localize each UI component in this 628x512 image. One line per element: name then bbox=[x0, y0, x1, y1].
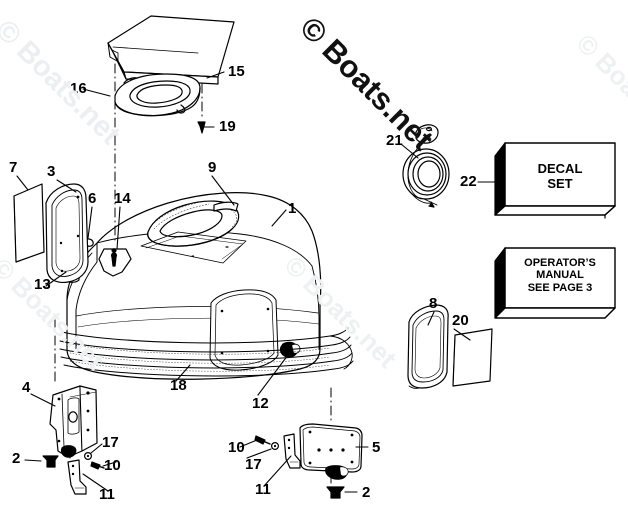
callout-17-left: 17 bbox=[102, 434, 119, 451]
leader-20 bbox=[453, 328, 471, 341]
part-22-decal-set-box bbox=[494, 142, 616, 219]
callout-15: 15 bbox=[228, 63, 245, 80]
callout-13: 13 bbox=[34, 276, 51, 293]
leader-17-left bbox=[90, 443, 103, 454]
callout-19: 19 bbox=[219, 118, 236, 135]
callout-8: 8 bbox=[429, 295, 438, 312]
part-11-bracket-right bbox=[283, 433, 301, 469]
part-3-side-plate bbox=[45, 183, 89, 284]
leader-15 bbox=[206, 71, 225, 79]
leader-14 bbox=[116, 206, 121, 250]
part-4-hinge-bracket bbox=[49, 385, 98, 458]
callout-4: 4 bbox=[22, 379, 31, 396]
leader-12 bbox=[257, 354, 289, 396]
callout-1: 1 bbox=[288, 200, 297, 217]
callout-7: 7 bbox=[9, 159, 18, 176]
operators-manual-label: OPERATOR’S MANUAL SEE PAGE 3 bbox=[524, 257, 596, 294]
callout-18: 18 bbox=[170, 377, 187, 394]
part-15-top-cover bbox=[107, 15, 235, 85]
callout-2-left: 2 bbox=[12, 450, 21, 467]
part-17-washer-right bbox=[271, 442, 280, 451]
leader-6 bbox=[87, 206, 93, 239]
callout-11-right: 11 bbox=[255, 481, 271, 498]
part-2-bumper-left bbox=[42, 455, 59, 468]
leader-13 bbox=[45, 271, 67, 287]
leader-17-right bbox=[246, 448, 272, 459]
callout-3: 3 bbox=[47, 163, 56, 180]
leader-2-left bbox=[24, 459, 42, 462]
leader-11-right bbox=[263, 455, 292, 487]
callout-16: 16 bbox=[70, 80, 87, 97]
assembly-centerlines bbox=[54, 63, 332, 485]
leader-lines bbox=[16, 71, 496, 493]
decal-set-label: DECAL SET bbox=[537, 161, 583, 191]
callout-6: 6 bbox=[88, 190, 97, 207]
leader-3 bbox=[56, 179, 77, 193]
leader-8 bbox=[427, 311, 435, 326]
leader-4 bbox=[30, 393, 56, 407]
part-20-gasket bbox=[452, 328, 493, 387]
part-10-screw-left bbox=[90, 461, 105, 470]
leader-16 bbox=[82, 88, 111, 97]
operators-manual-box bbox=[494, 247, 616, 319]
leader-11-left bbox=[82, 473, 109, 492]
leader-10-left bbox=[102, 461, 117, 467]
part-8-side-plate-right bbox=[407, 304, 449, 389]
callout-11-left: 11 bbox=[99, 486, 115, 503]
part-7-gasket bbox=[13, 183, 45, 263]
callout-21: 21 bbox=[386, 132, 403, 149]
part-21-lanyard bbox=[402, 124, 450, 208]
part-1-engine-cover bbox=[64, 192, 322, 380]
part-11-bracket-left bbox=[67, 459, 87, 495]
callout-5: 5 bbox=[372, 439, 381, 456]
leader-21 bbox=[400, 143, 419, 159]
callout-22: 22 bbox=[460, 173, 477, 190]
part-10-screw-right bbox=[254, 435, 271, 445]
part-17-washer-left bbox=[83, 452, 92, 461]
callout-20: 20 bbox=[452, 312, 469, 329]
part-2-bumper-right bbox=[326, 486, 345, 499]
callout-10-left: 10 bbox=[104, 457, 121, 474]
callout-17-right: 17 bbox=[245, 456, 262, 473]
leader-9 bbox=[211, 175, 235, 206]
callout-12: 12 bbox=[252, 395, 269, 412]
part-16-trim-ring bbox=[114, 73, 201, 117]
callout-10-right: 10 bbox=[228, 439, 245, 456]
callout-14: 14 bbox=[114, 190, 131, 207]
callout-9: 9 bbox=[208, 159, 217, 176]
leader-18 bbox=[175, 364, 191, 382]
part-5-mounting-plate bbox=[299, 423, 363, 480]
part-19-screw bbox=[197, 121, 206, 134]
part-18-lower-seal bbox=[59, 327, 354, 377]
callout-2-right: 2 bbox=[362, 484, 371, 501]
leader-1 bbox=[271, 209, 287, 227]
leader-10-right bbox=[239, 439, 258, 448]
leader-7 bbox=[16, 175, 29, 191]
